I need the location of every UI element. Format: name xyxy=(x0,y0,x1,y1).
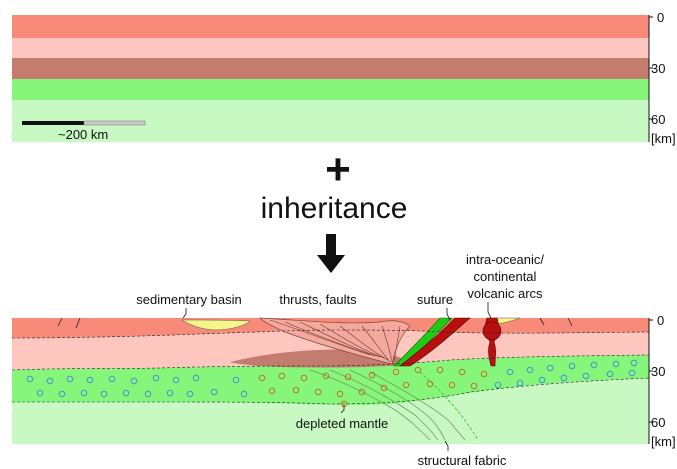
bottom-panel: 0 30 60 [km] sedimentary basin thrusts, … xyxy=(12,252,676,468)
label-arcs-line2: continental xyxy=(474,269,537,284)
top-panel: ~200 km 0 30 60 [km] xyxy=(12,10,676,146)
leader-sedimentary-basin xyxy=(183,308,186,318)
bottom-depth-unit: [km] xyxy=(651,434,676,449)
label-suture: suture xyxy=(417,292,453,307)
scale-bar-label: ~200 km xyxy=(58,127,108,142)
label-thrusts-faults: thrusts, faults xyxy=(279,292,357,307)
bottom-depth-tick-30: 30 xyxy=(651,364,665,379)
bottom-depth-tick-0: 0 xyxy=(657,313,664,328)
upper-crust-layer xyxy=(12,15,649,38)
plus-symbol: + xyxy=(325,145,351,194)
top-depth-unit: [km] xyxy=(651,131,676,146)
label-arcs-line3: volcanic arcs xyxy=(467,286,543,301)
label-depleted-mantle: depleted mantle xyxy=(296,416,389,431)
label-sedimentary-basin: sedimentary basin xyxy=(136,292,242,307)
lithospheric-mantle-layer xyxy=(12,79,649,100)
label-structural-fabric: structural fabric xyxy=(418,453,507,468)
top-depth-tick-60: 60 xyxy=(651,112,665,127)
inheritance-label: inheritance xyxy=(261,192,408,225)
bottom-depth-tick-60: 60 xyxy=(651,415,665,430)
top-depth-tick-0: 0 xyxy=(657,10,664,25)
down-arrow-icon xyxy=(317,234,345,273)
lower-crust-layer xyxy=(12,38,649,58)
lower-crust-dense-layer xyxy=(12,58,649,79)
label-arcs-line1: intra-oceanic/ xyxy=(466,252,544,267)
top-depth-tick-30: 30 xyxy=(651,61,665,76)
leader-arcs xyxy=(488,302,491,318)
